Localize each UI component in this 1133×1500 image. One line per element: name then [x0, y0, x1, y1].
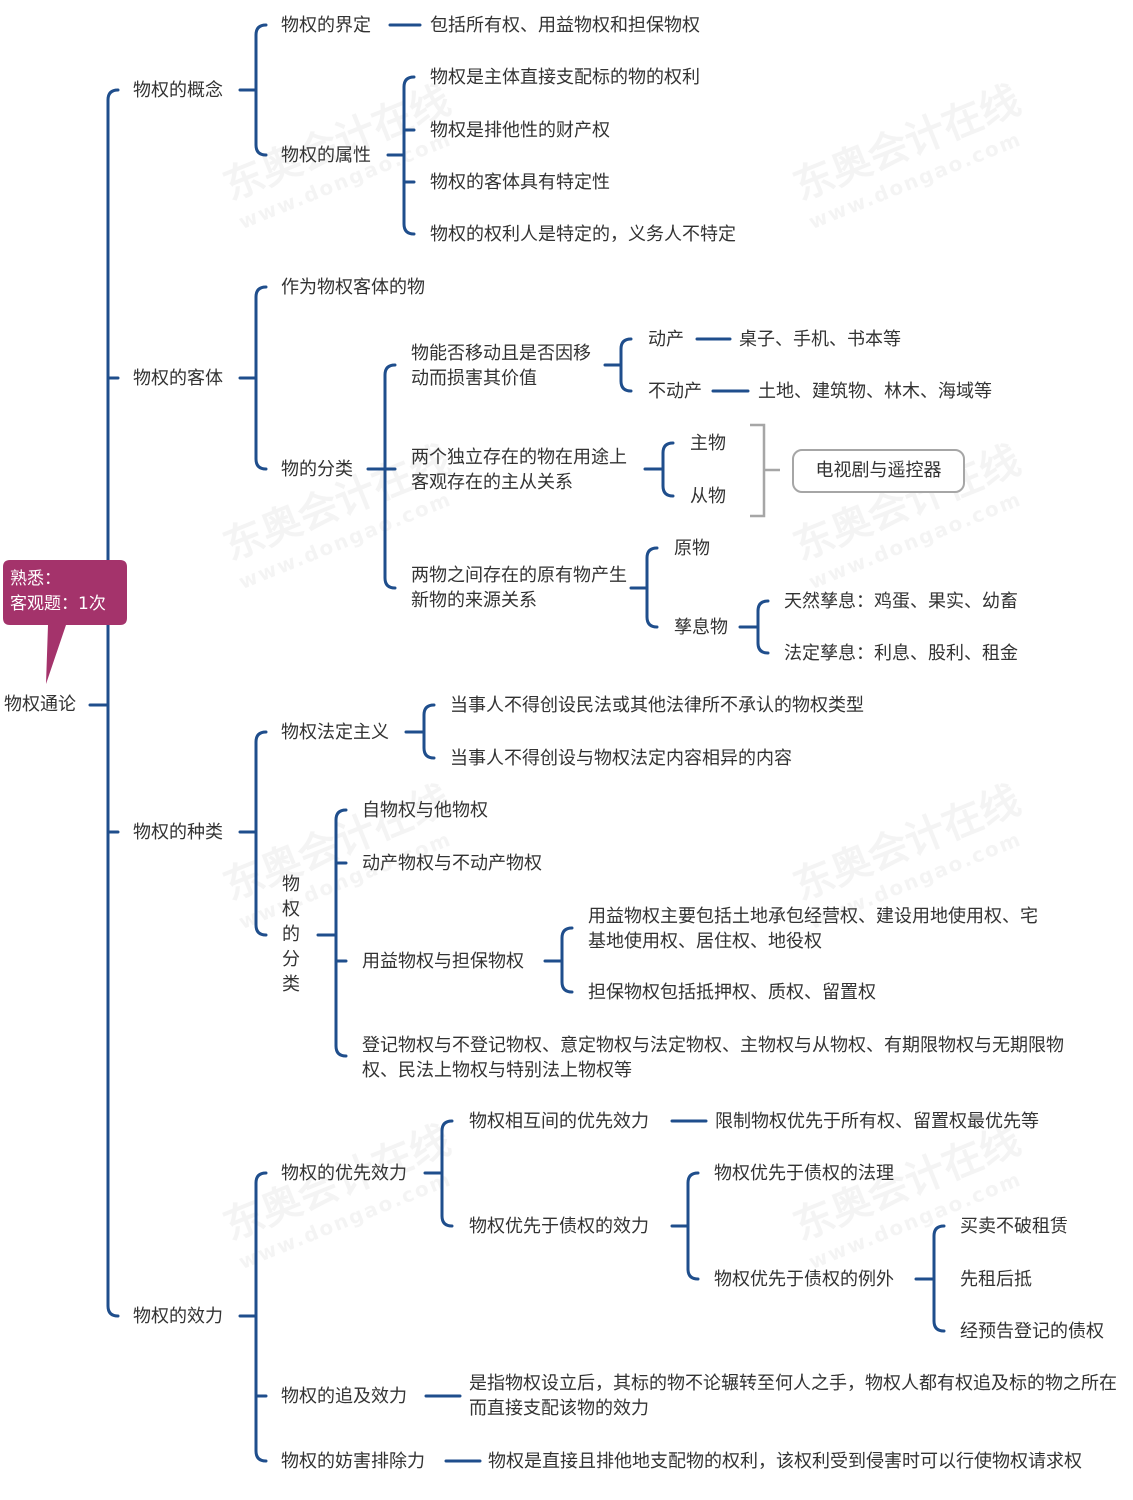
leaf-attribute: 物权的客体具有特定性: [430, 172, 610, 193]
connector: [422, 703, 436, 760]
callout-line: 客观题：1次: [10, 594, 106, 614]
branch-concept: 物权的概念: [133, 80, 223, 101]
callout-line: 熟悉：: [10, 569, 61, 589]
node-as-object: 作为物权客体的物: [281, 277, 425, 298]
connector: [254, 1171, 268, 1463]
connector: [619, 337, 633, 393]
leaf-statutory: 当事人不得创设民法或其他法律所不承认的物权类型: [450, 695, 864, 716]
branch-object: 物权的客体: [133, 368, 223, 389]
grouping-bracket: [750, 423, 766, 518]
leaf-usufruct: 用益物权主要包括土地承包经营权、建设用地使用权、宅基地使用权、居住权、地役权: [588, 906, 1038, 952]
branch-types: 物权的种类: [133, 822, 223, 843]
node-definition: 物权的界定: [281, 15, 371, 36]
node-original: 原物: [674, 538, 710, 559]
node-attributes: 物权的属性: [281, 145, 371, 166]
node-thing-classification: 物的分类: [281, 459, 353, 480]
connector: [402, 75, 416, 236]
leaf-attribute: 物权是排他性的财产权: [430, 120, 610, 141]
node-fruit: 孳息物: [674, 617, 728, 638]
node-accessory-thing: 从物: [690, 486, 726, 507]
branch-effect: 物权的效力: [133, 1306, 223, 1327]
leaf-movable-immovable: 动产物权与不动产物权: [362, 853, 542, 874]
leaf-definition: 包括所有权、用益物权和担保物权: [430, 15, 700, 36]
connector: [756, 599, 770, 655]
node-movable: 动产: [648, 329, 684, 350]
leaf-statutory: 当事人不得创设与物权法定内容相异的内容: [450, 748, 792, 769]
connector: [254, 23, 268, 157]
node-right-classification: 物权的分类: [282, 874, 300, 995]
root-topic: 物权通论: [4, 694, 76, 715]
node-movability: 物能否移动且是否因移动而损害其价值: [411, 343, 591, 389]
leaf-attribute: 物权的权利人是特定的，义务人不特定: [430, 224, 736, 245]
node-pursuit: 物权的追及效力: [281, 1386, 407, 1407]
leaf-exception: 买卖不破租赁: [960, 1216, 1068, 1237]
connector: [106, 88, 120, 1318]
connector: [383, 363, 397, 590]
leaf-exception: 先租后抵: [960, 1269, 1032, 1290]
connector: [932, 1224, 946, 1333]
connector: [440, 1119, 454, 1228]
connector: [254, 285, 268, 471]
connector: [334, 808, 348, 1058]
leaf-immovable: 土地、建筑物、林木、海域等: [758, 381, 992, 402]
leaf-legal-fruit: 法定孳息：利息、股利、租金: [784, 643, 1018, 664]
node-statutory: 物权法定主义: [281, 722, 389, 743]
leaf-exception: 经预告登记的债权: [960, 1321, 1104, 1342]
node-usufruct-security: 用益物权与担保物权: [362, 951, 524, 972]
leaf-natural-fruit: 天然孳息：鸡蛋、果实、幼畜: [784, 591, 1018, 612]
example-box: 电视剧与遥控器: [792, 449, 965, 493]
leaf-mutual-priority: 限制物权优先于所有权、留置权最优先等: [715, 1111, 1039, 1132]
node-principal-accessory: 两个独立存在的物在用途上客观存在的主从关系: [411, 447, 627, 493]
connector: [645, 546, 659, 629]
connector: [686, 1171, 700, 1281]
connector: [560, 926, 574, 994]
node-mutual-priority: 物权相互间的优先效力: [469, 1111, 649, 1132]
connector: [661, 441, 675, 498]
leaf-self-other: 自物权与他物权: [362, 800, 488, 821]
node-immovable: 不动产: [648, 381, 702, 402]
callout-bubble: [3, 560, 127, 684]
leaf-exclusion: 物权是直接且排他地支配物的权利，该权利受到侵害时可以行使物权请求权: [488, 1451, 1082, 1472]
leaf-security: 担保物权包括抵押权、质权、留置权: [588, 982, 876, 1003]
leaf-other-classifications: 登记物权与不登记物权、意定物权与法定物权、主物权与从物权、有期限物权与无期限物权…: [362, 1035, 1064, 1081]
leaf-over-debt-principle: 物权优先于债权的法理: [714, 1163, 894, 1184]
callout-text: 熟悉： 客观题：1次: [10, 567, 125, 617]
node-exclusion: 物权的妨害排除力: [281, 1451, 425, 1472]
leaf-attribute: 物权是主体直接支配标的物的权利: [430, 67, 700, 88]
node-origin: 两物之间存在的原有物产生新物的来源关系: [411, 565, 627, 611]
node-exceptions: 物权优先于债权的例外: [714, 1269, 894, 1290]
node-over-debt: 物权优先于债权的效力: [469, 1216, 649, 1237]
node-main-thing: 主物: [690, 433, 726, 454]
leaf-pursuit: 是指物权设立后，其标的物不论辗转至何人之手，物权人都有权追及标的物之所在而直接支…: [469, 1373, 1117, 1419]
connector: [254, 730, 268, 937]
node-priority: 物权的优先效力: [281, 1163, 407, 1184]
leaf-movable: 桌子、手机、书本等: [739, 329, 901, 350]
